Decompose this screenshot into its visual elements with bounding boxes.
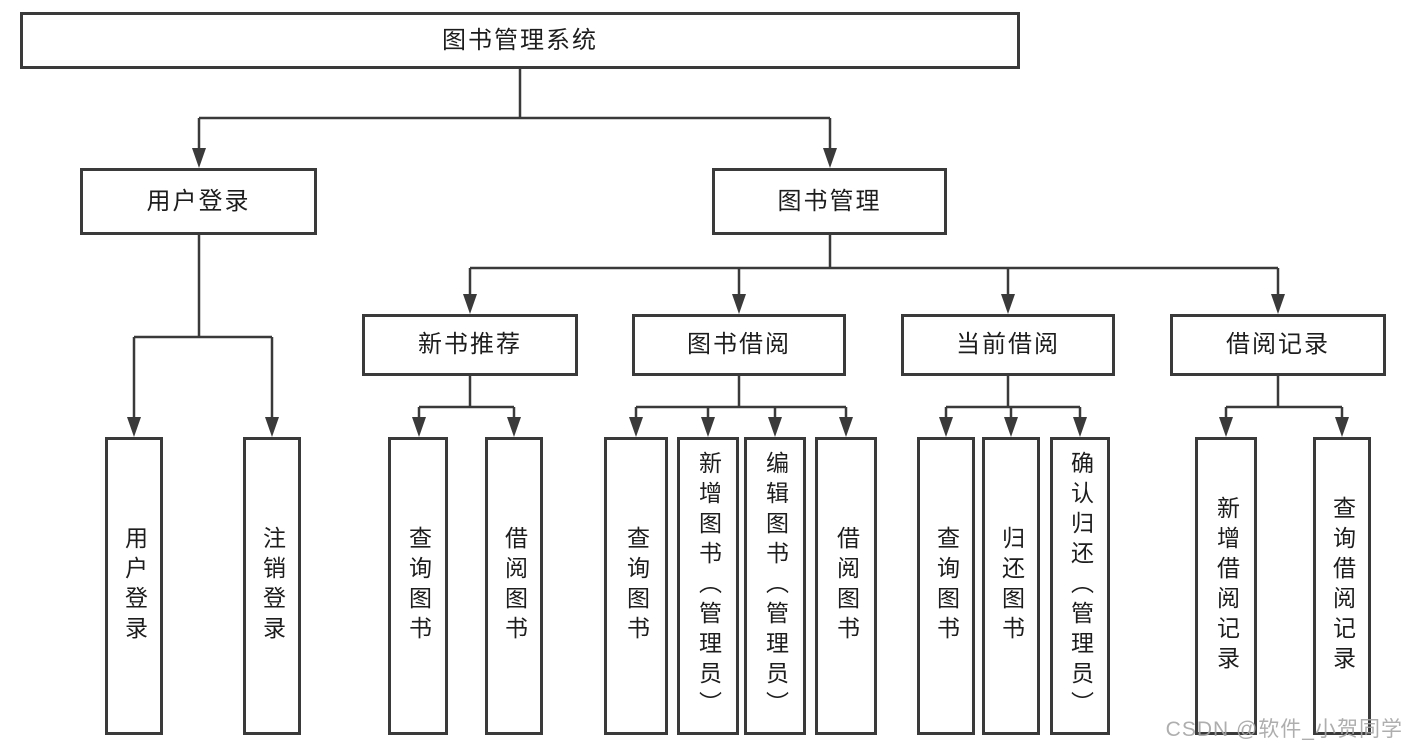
node-label: 新增借阅记录 <box>1213 496 1240 676</box>
leaf-records-add: 新增借阅记录 <box>1195 437 1257 735</box>
node-label: 图书借阅 <box>687 331 791 358</box>
node-label: 借阅图书 <box>833 526 860 646</box>
node-label: 借阅图书 <box>501 526 528 646</box>
watermark: CSDN @软件_小贺同学 <box>1165 718 1403 741</box>
node-label: 新书推荐 <box>418 331 522 358</box>
node-label: 编辑图书（管理员） <box>762 451 789 721</box>
node-book-management: 图书管理 <box>712 168 947 235</box>
leaf-user-login: 用户登录 <box>105 437 163 735</box>
node-label: 归还图书 <box>998 526 1025 646</box>
node-label: 查询图书 <box>623 526 650 646</box>
node-current-borrow: 当前借阅 <box>901 314 1115 376</box>
node-new-book-recommend: 新书推荐 <box>362 314 578 376</box>
leaf-borrow-add-admin: 新增图书（管理员） <box>677 437 739 735</box>
node-label: 当前借阅 <box>956 331 1060 358</box>
node-user-login: 用户登录 <box>80 168 317 235</box>
node-borrow-records: 借阅记录 <box>1170 314 1386 376</box>
node-label: 查询图书 <box>405 526 432 646</box>
node-label: 用户登录 <box>146 187 251 215</box>
leaf-borrow-edit-admin: 编辑图书（管理员） <box>744 437 806 735</box>
node-root: 图书管理系统 <box>20 12 1020 69</box>
leaf-borrow-borrow: 借阅图书 <box>815 437 877 735</box>
leaf-borrow-query: 查询图书 <box>604 437 668 735</box>
node-label: 图书管理 <box>777 187 882 215</box>
leaf-logout: 注销登录 <box>243 437 301 735</box>
node-label: 查询借阅记录 <box>1329 496 1356 676</box>
node-label: 确认归还（管理员） <box>1067 451 1094 721</box>
node-label: 查询图书 <box>933 526 960 646</box>
node-label: 新增图书（管理员） <box>695 451 722 721</box>
leaf-current-query: 查询图书 <box>917 437 975 735</box>
node-label: 图书管理系统 <box>442 26 598 54</box>
leaf-current-confirm-admin: 确认归还（管理员） <box>1050 437 1110 735</box>
leaf-records-query: 查询借阅记录 <box>1313 437 1371 735</box>
leaf-newbook-borrow: 借阅图书 <box>485 437 543 735</box>
leaf-newbook-query: 查询图书 <box>388 437 448 735</box>
node-label: 借阅记录 <box>1226 331 1330 358</box>
node-label: 注销登录 <box>259 526 286 646</box>
leaf-current-return: 归还图书 <box>982 437 1040 735</box>
node-book-borrow: 图书借阅 <box>632 314 846 376</box>
node-label: 用户登录 <box>121 526 148 646</box>
